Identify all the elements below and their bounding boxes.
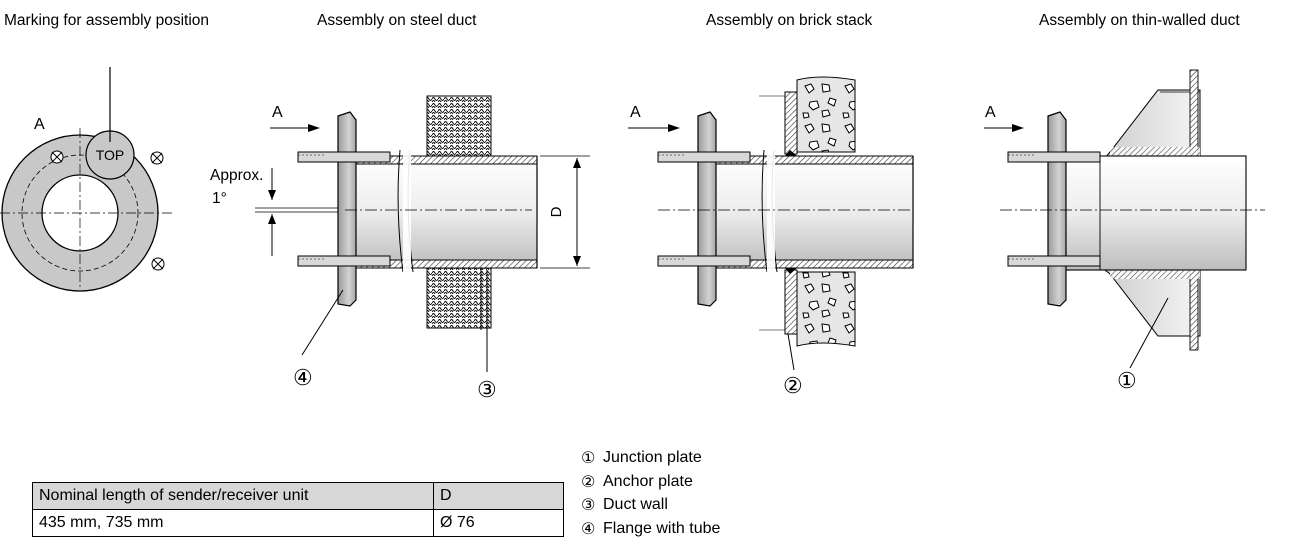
angle-dimension: Approx. 1°: [210, 167, 345, 256]
view-a-label: A: [630, 104, 641, 121]
thin-walled-duct-view: A: [984, 69, 1265, 369]
brick-stack-view: A: [628, 76, 914, 371]
table-row: 435 mm, 735 mm Ø 76: [32, 509, 564, 537]
table-cell: Ø 76: [433, 509, 564, 537]
bolt-hole-icon: [151, 257, 165, 271]
caption-steel-duct: Assembly on steel duct: [317, 12, 477, 29]
caption-marking: Marking for assembly position: [4, 12, 210, 29]
callout-3: ③: [477, 377, 497, 402]
approx-label: Approx.: [210, 167, 263, 184]
bolt-hole-icon: [150, 151, 164, 165]
dimension-table: Nominal length of sender/receiver unit D…: [32, 482, 564, 537]
marking-view: A TOP: [0, 67, 172, 292]
caption-thin-walled-duct: Assembly on thin-walled duct: [1039, 12, 1240, 29]
view-a-label: A: [34, 116, 45, 133]
table-cell: 435 mm, 735 mm: [32, 509, 434, 537]
table-header-row: Nominal length of sender/receiver unit D: [32, 482, 564, 510]
caption-brick-stack: Assembly on brick stack: [706, 12, 873, 29]
diameter-label: D: [548, 206, 565, 217]
table-header-cell: D: [433, 482, 564, 510]
view-a-label: A: [272, 104, 283, 121]
steel-duct-view: A D: [270, 95, 590, 372]
table-header-cell: Nominal length of sender/receiver unit: [32, 482, 434, 510]
bolt-hole-icon: [50, 150, 64, 164]
callout-2: ②: [783, 373, 803, 398]
view-a-label: A: [985, 104, 996, 121]
callout-4: ④: [293, 365, 313, 390]
callout-1: ①: [1117, 368, 1137, 393]
angle-label: 1°: [212, 190, 227, 207]
top-marking-label: TOP: [96, 147, 125, 163]
